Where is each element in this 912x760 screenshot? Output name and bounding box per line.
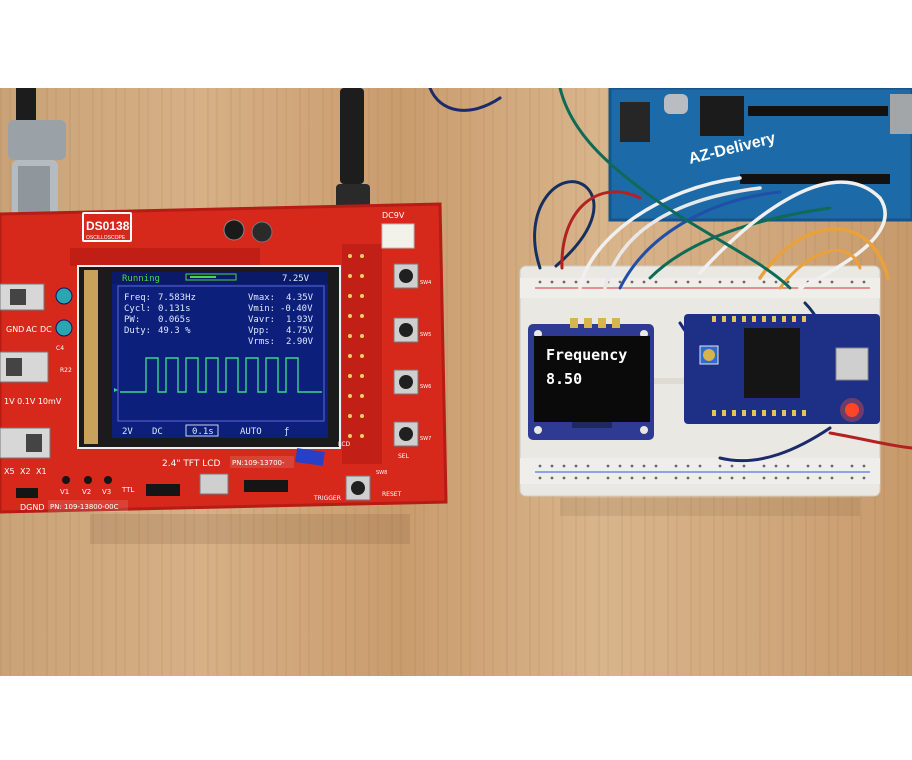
meas-key-2: PW: <box>124 315 140 325</box>
label-trigger: TRIGGER <box>313 495 341 502</box>
label-sw5: SW5 <box>420 332 431 338</box>
meas-val-1: 0.131s <box>158 304 191 314</box>
oled-module: Frequency 8.50 <box>528 318 654 440</box>
slide-switch-multiplier[interactable] <box>0 427 51 459</box>
meas-key2-3: Vpp: <box>248 326 270 336</box>
arduino-board: AZ-Delivery <box>608 88 912 222</box>
label-lcd: LCD <box>338 441 351 448</box>
meas-val2-0: 4.35V <box>286 293 314 303</box>
button-sw5[interactable] <box>393 317 419 343</box>
meas-key-0: Freq: <box>124 293 151 303</box>
scope-pn-bottom: PN: 109-13800-00C <box>50 503 119 511</box>
label-sel: SEL <box>398 453 410 460</box>
label-sw7: SW7 <box>420 436 431 442</box>
label-ac: AC <box>26 325 37 334</box>
scope-trigger-mode: AUTO <box>240 427 262 437</box>
meas-val2-4: 2.90V <box>286 337 314 347</box>
label-v2: V2 <box>82 488 91 496</box>
scope-timebase: 0.1s <box>192 427 214 437</box>
button-trigger[interactable] <box>345 475 371 501</box>
scope-model: DS0138 <box>86 219 130 233</box>
scope-subtitle: OSCILLOSCOPE <box>86 235 126 241</box>
label-range: 1V 0.1V 10mV <box>4 397 62 406</box>
label-ttl: TTL <box>121 486 134 494</box>
photo: AZ-Delivery <box>0 88 912 676</box>
label-sw6: SW6 <box>420 384 431 390</box>
meas-key-3: Duty: <box>124 326 151 336</box>
oled-value: 8.50 <box>546 370 582 388</box>
meas-val-3: 49.3 % <box>158 326 191 336</box>
label-v3: V3 <box>102 488 111 496</box>
label-dgnd: DGND <box>20 503 45 512</box>
button-sw4[interactable] <box>393 263 419 289</box>
meas-val2-1: -0.40V <box>280 304 313 314</box>
scope-lcd-label: 2.4" TFT LCD <box>162 459 220 469</box>
label-reset: RESET <box>382 491 402 498</box>
scope-trigger-edge: ƒ <box>284 427 289 437</box>
meas-key-1: Cycl: <box>124 304 151 314</box>
meas-val-0: 7.583Hz <box>158 293 196 303</box>
signal-generator-module <box>684 314 880 424</box>
button-sw7[interactable] <box>393 421 419 447</box>
button-sw6[interactable] <box>393 369 419 395</box>
meas-key2-2: Vavr: <box>248 315 275 325</box>
scope-waveform <box>120 357 322 393</box>
meas-val-2: 0.065s <box>158 315 191 325</box>
scope-voltage-top: 7.25V <box>282 274 310 284</box>
meas-key2-1: Vmin: <box>248 304 275 314</box>
label-v1: V1 <box>60 488 69 496</box>
label-gnd: GND <box>6 325 24 334</box>
label-dc: DC <box>40 325 52 334</box>
scope-coupling: DC <box>152 427 163 437</box>
scope-volts-div: 2V <box>122 427 133 437</box>
meas-key2-4: Vrms: <box>248 337 275 347</box>
label-r22: R22 <box>60 367 72 374</box>
label-sw4: SW4 <box>420 280 431 286</box>
label-x1: X1 <box>36 467 47 476</box>
oled-title: Frequency <box>546 346 627 364</box>
slide-switch-range[interactable] <box>0 351 49 383</box>
meas-key2-0: Vmax: <box>248 293 275 303</box>
meas-val2-3: 4.75V <box>286 326 314 336</box>
label-x5: X5 <box>4 467 15 476</box>
label-sw8: SW8 <box>376 470 387 476</box>
meas-val2-2: 1.93V <box>286 315 314 325</box>
scope-status: Running <box>122 274 160 284</box>
slide-switch-coupling[interactable] <box>0 283 45 311</box>
scope-pn-top: PN:109-13700- <box>232 459 285 467</box>
label-dc9v: DC9V <box>382 211 405 220</box>
label-c4: C4 <box>56 345 64 352</box>
oscilloscope: DS0138 OSCILLOSCOPE DC9V G <box>0 88 448 514</box>
label-x2: X2 <box>20 467 31 476</box>
scene-svg: AZ-Delivery <box>0 88 912 544</box>
